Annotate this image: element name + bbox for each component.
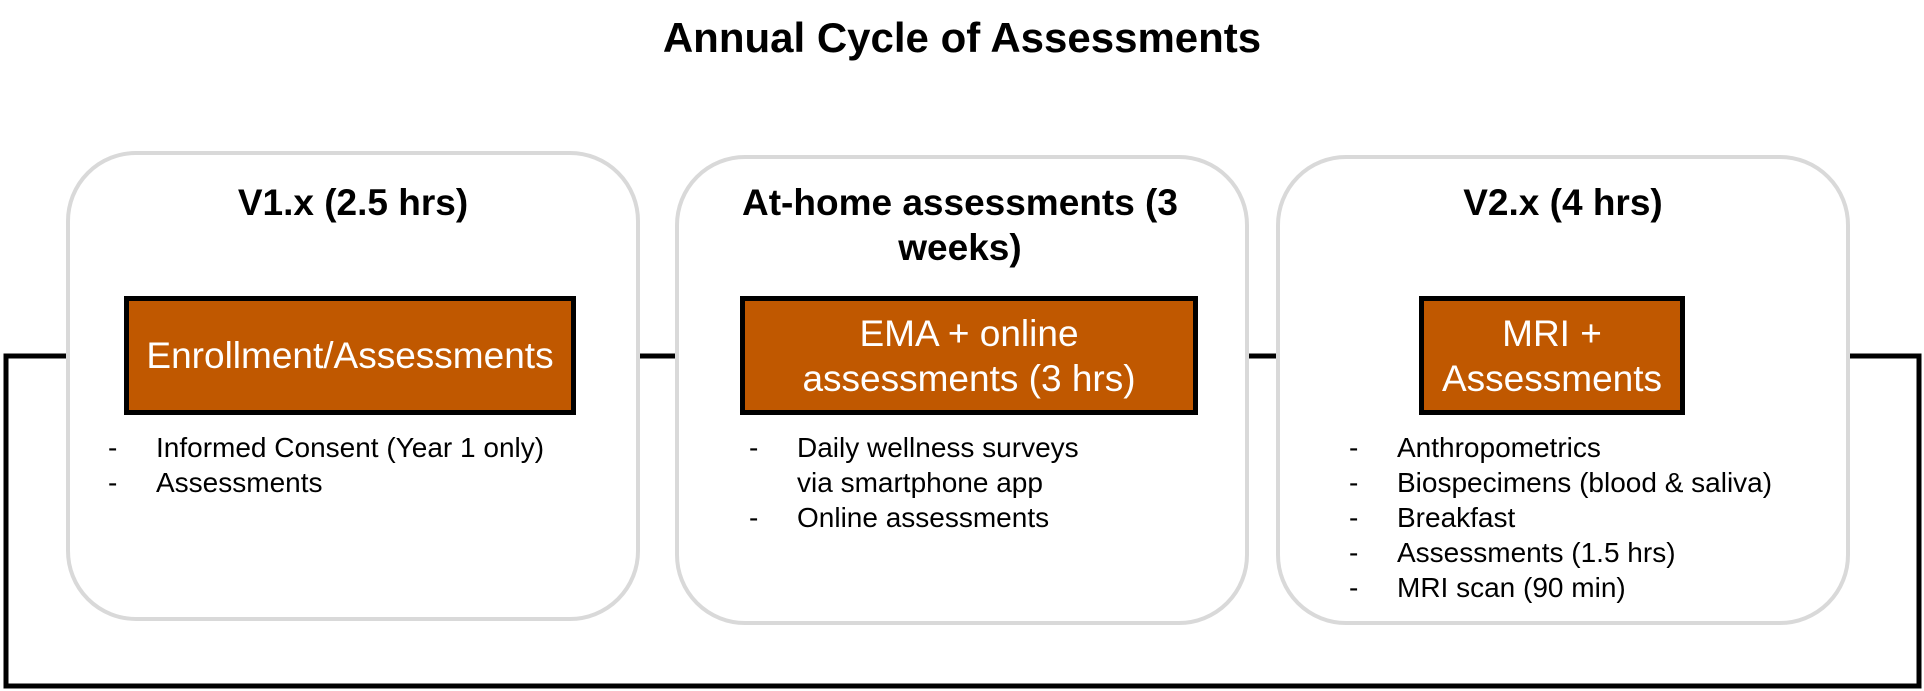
arrow-cycle-return xyxy=(3,346,1922,689)
list-item: Informed Consent (Year 1 only) xyxy=(108,430,628,465)
list-item: Daily wellness surveys via smartphone ap… xyxy=(749,430,1107,500)
list-item: Biospecimens (blood & saliva) xyxy=(1349,465,1829,500)
step-box-mri: MRI + Assessments xyxy=(1419,296,1685,415)
phase-title-at-home: At-home assessments (3 weeks) xyxy=(742,182,1178,268)
item-list-v1: Informed Consent (Year 1 only) Assessmen… xyxy=(108,430,628,500)
item-list-at-home: Daily wellness surveys via smartphone ap… xyxy=(749,430,1169,535)
phase-title-v2: V2.x (4 hrs) xyxy=(1463,182,1663,223)
list-item: MRI scan (90 min) xyxy=(1349,570,1829,605)
step-box-label: Enrollment/Assessments xyxy=(146,335,554,376)
list-item: Anthropometrics xyxy=(1349,430,1829,465)
step-box-ema-online: EMA + online assessments (3 hrs) xyxy=(740,296,1198,415)
list-item: Breakfast xyxy=(1349,500,1829,535)
phase-title-v1: V1.x (2.5 hrs) xyxy=(237,182,469,223)
step-box-label: EMA + online assessments (3 hrs) xyxy=(802,312,1136,399)
step-box-label: MRI + Assessments xyxy=(1442,312,1663,399)
list-item: Assessments xyxy=(108,465,628,500)
diagram-title: Annual Cycle of Assessments xyxy=(662,14,1262,61)
step-box-enrollment: Enrollment/Assessments xyxy=(124,296,576,415)
item-list-v2: Anthropometrics Biospecimens (blood & sa… xyxy=(1349,430,1829,605)
list-item: Assessments (1.5 hrs) xyxy=(1349,535,1829,570)
list-item: Online assessments xyxy=(749,500,1169,535)
